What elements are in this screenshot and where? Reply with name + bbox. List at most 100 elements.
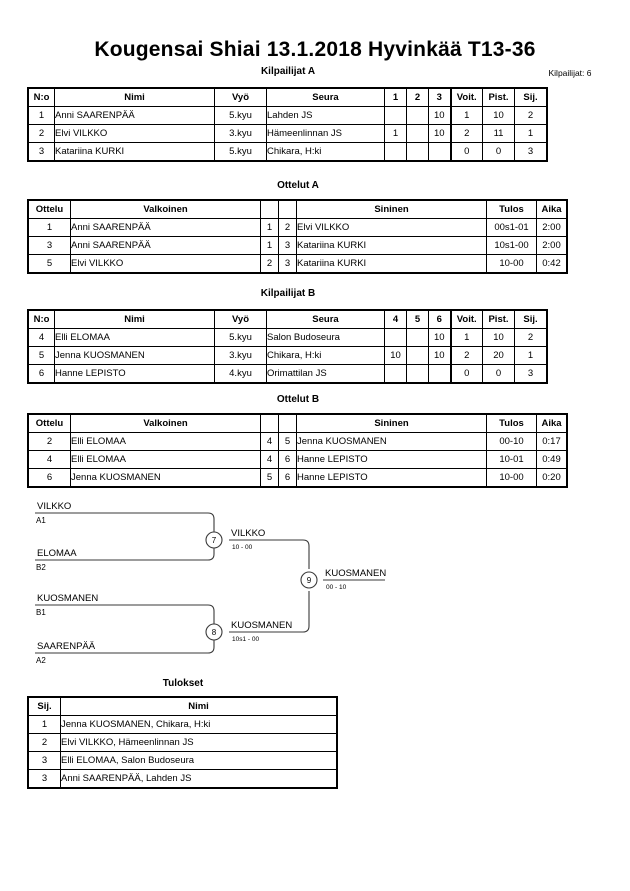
cell-m2 xyxy=(406,364,429,383)
col-blue-no xyxy=(278,414,297,433)
cell-white: Anni SAARENPÄÄ xyxy=(70,218,261,237)
cell-name: Elvi VILKKO, Hämeenlinnan JS xyxy=(60,733,337,752)
cell-no: 2 xyxy=(28,124,55,143)
table-row: 2 Elvi VILKKO 3.kyu Hämeenlinnan JS 1 10… xyxy=(28,124,547,143)
cell-white: Elli ELOMAA xyxy=(70,432,261,451)
col-belt: Vyö xyxy=(214,310,267,329)
table-row: 1 Jenna KUOSMANEN, Chikara, H:ki xyxy=(28,715,337,734)
cell-no: 6 xyxy=(28,364,55,383)
col-blue: Sininen xyxy=(296,200,487,219)
cell-blue-no: 5 xyxy=(278,432,297,451)
cell-white-no: 4 xyxy=(260,450,279,469)
table-row: 5 Jenna KUOSMANEN 3.kyu Chikara, H:ki 10… xyxy=(28,346,547,365)
bracket-node-score: 10 - 00 xyxy=(232,544,253,551)
cell-rank: 2 xyxy=(28,733,61,752)
table-row: 3 Elli ELOMAA, Salon Budoseura xyxy=(28,751,337,770)
cell-m3 xyxy=(428,364,451,383)
cell-m1 xyxy=(384,364,407,383)
col-time: Aika xyxy=(536,414,567,433)
cell-name: Elli ELOMAA xyxy=(54,328,215,347)
bracket-node-circle xyxy=(300,571,318,589)
bracket-entry-name: KUOSMANEN xyxy=(37,593,98,604)
cell-rank: 2 xyxy=(514,106,547,125)
col-white: Valkoinen xyxy=(70,414,261,433)
cell-rank: 3 xyxy=(514,142,547,161)
cell-belt: 3.kyu xyxy=(214,124,267,143)
pool-a-table: N:o Nimi Vyö Seura 1 2 3 Voit. Pist. Sij… xyxy=(28,88,547,161)
col-result: Tulos xyxy=(486,414,537,433)
col-wins: Voit. xyxy=(449,88,483,107)
table-row: 3 Katariina KURKI 5.kyu Chikara, H:ki 0 … xyxy=(28,142,547,161)
col-name: Nimi xyxy=(54,88,215,107)
cell-m3: 10 xyxy=(428,106,451,125)
col-wins: Voit. xyxy=(449,310,483,329)
matches-b-table: Ottelu Valkoinen Sininen Tulos Aika 2 El… xyxy=(28,414,567,487)
results-table: Sij. Nimi 1 Jenna KUOSMANEN, Chikara, H:… xyxy=(28,697,337,788)
col-m2: 2 xyxy=(406,88,429,107)
cell-result: 00s1-01 xyxy=(486,218,537,237)
bracket-node-number: 7 xyxy=(212,536,217,545)
cell-no: 1 xyxy=(28,106,55,125)
caption-matches-b: Ottelut B xyxy=(276,394,320,405)
cell-club: Salon Budoseura xyxy=(266,328,385,347)
cell-rank: 1 xyxy=(514,346,547,365)
cell-wins: 1 xyxy=(449,106,483,125)
cell-m2 xyxy=(406,328,429,347)
cell-belt: 3.kyu xyxy=(214,346,267,365)
bracket-line-final-bottom xyxy=(229,591,310,633)
cell-name: Jenna KUOSMANEN, Chikara, H:ki xyxy=(60,715,337,734)
cell-club: Chikara, H:ki xyxy=(266,142,385,161)
cell-result: 10-01 xyxy=(486,450,537,469)
cell-blue: Hanne LEPISTO xyxy=(296,468,487,487)
col-rank: Sij. xyxy=(514,310,547,329)
col-rank: Sij. xyxy=(28,697,61,716)
matches-a-header-row: Ottelu Valkoinen Sininen Tulos Aika xyxy=(28,200,567,219)
col-blue-no xyxy=(278,200,297,219)
pool-b-table: N:o Nimi Vyö Seura 4 5 6 Voit. Pist. Sij… xyxy=(28,310,547,383)
bracket-node-winner: VILKKO xyxy=(231,528,265,539)
col-no: N:o xyxy=(28,310,55,329)
bracket-node-number: 8 xyxy=(212,628,217,637)
cell-club: Orimattilan JS xyxy=(266,364,385,383)
caption-pool-a: Kilpailijat A xyxy=(260,66,316,77)
cell-time: 2:00 xyxy=(536,236,567,255)
bracket-entry-seed: A2 xyxy=(36,656,46,665)
bracket-entry-seed: A1 xyxy=(36,516,46,525)
cell-belt: 5.kyu xyxy=(214,142,267,161)
col-blue: Sininen xyxy=(296,414,487,433)
cell-m1 xyxy=(384,106,407,125)
cell-wins: 0 xyxy=(449,364,483,383)
pool-a-header-row: N:o Nimi Vyö Seura 1 2 3 Voit. Pist. Sij… xyxy=(28,88,547,107)
cell-wins: 2 xyxy=(449,124,483,143)
cell-white: Elvi VILKKO xyxy=(70,254,261,273)
bracket-node-winner: KUOSMANEN xyxy=(325,568,386,579)
table-row: 3 Anni SAARENPÄÄ 1 3 Katariina KURKI 10s… xyxy=(28,236,567,255)
table-row: 1 Anni SAARENPÄÄ 5.kyu Lahden JS 10 1 10… xyxy=(28,106,547,125)
bracket-entry-name: ELOMAA xyxy=(37,548,77,559)
bracket-line-sf2-top xyxy=(35,604,215,625)
cell-match: 5 xyxy=(28,254,71,273)
cell-blue: Katariina KURKI xyxy=(296,254,487,273)
bracket-node-score: 10s1 - 00 xyxy=(232,636,259,643)
cell-club: Hämeenlinnan JS xyxy=(266,124,385,143)
cell-name: Katariina KURKI xyxy=(54,142,215,161)
cell-match: 6 xyxy=(28,468,71,487)
elimination-bracket: VILKKO A1 ELOMAA B2 KUOSMANEN B1 SAARENP… xyxy=(0,490,630,680)
entrant-count: Kilpailijat: 6 xyxy=(548,68,592,78)
table-row: 2 Elvi VILKKO, Hämeenlinnan JS xyxy=(28,733,337,752)
cell-m2 xyxy=(406,124,429,143)
cell-match: 3 xyxy=(28,236,71,255)
col-white-no xyxy=(260,414,279,433)
cell-white-no: 1 xyxy=(260,236,279,255)
bracket-node-circle xyxy=(205,531,223,549)
cell-m1 xyxy=(384,142,407,161)
table-row: 4 Elli ELOMAA 5.kyu Salon Budoseura 10 1… xyxy=(28,328,547,347)
col-points: Pist. xyxy=(482,88,515,107)
cell-name: Hanne LEPISTO xyxy=(54,364,215,383)
cell-m2 xyxy=(406,142,429,161)
cell-rank: 3 xyxy=(28,751,61,770)
col-name: Nimi xyxy=(54,310,215,329)
cell-result: 10-00 xyxy=(486,468,537,487)
table-row: 5 Elvi VILKKO 2 3 Katariina KURKI 10-00 … xyxy=(28,254,567,273)
cell-club: Lahden JS xyxy=(266,106,385,125)
